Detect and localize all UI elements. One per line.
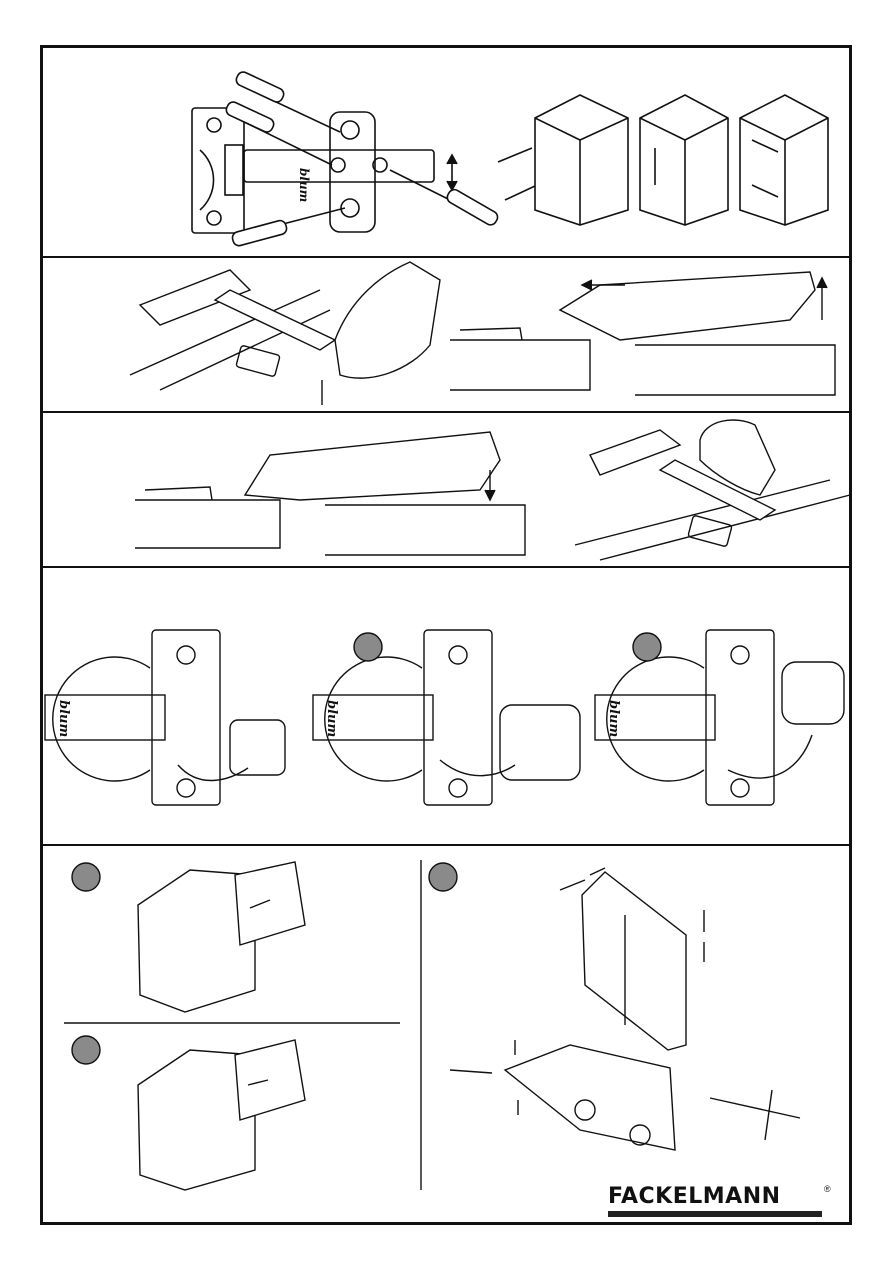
brand-underline (608, 1211, 822, 1217)
circle-marker-icon (72, 863, 100, 891)
brand-name: FACKELMANN (608, 1184, 781, 1209)
screwdriver-icon (710, 1090, 800, 1140)
fackelmann-logo: FACKELMANN ® (608, 1184, 830, 1220)
circle-marker-icon (429, 863, 457, 891)
circle-marker-icon (72, 1036, 100, 1064)
registered-mark: ® (824, 1184, 831, 1194)
